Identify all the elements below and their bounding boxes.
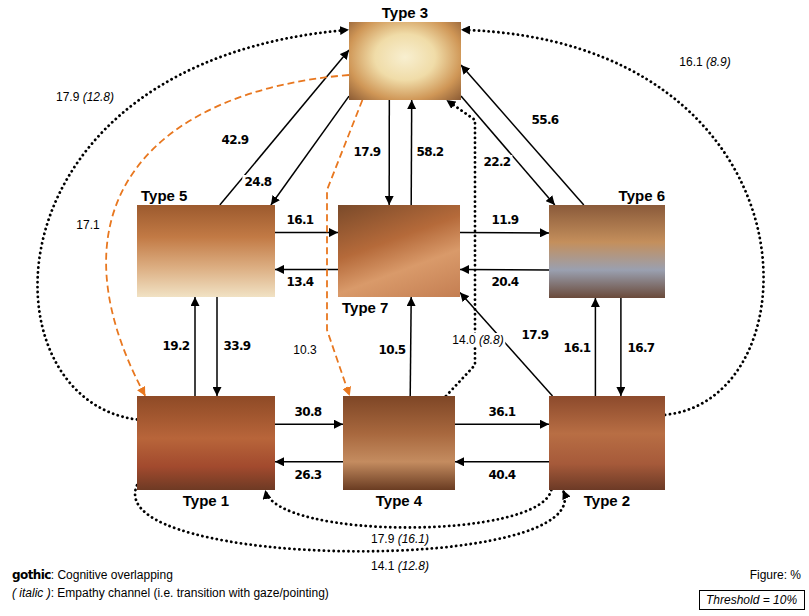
transition-arrow bbox=[620, 298, 622, 396]
edge-label: 14.1 (12.8) bbox=[369, 559, 431, 573]
edge-label: 17.9 (12.8) bbox=[54, 90, 116, 104]
photo-frame: Type 3 bbox=[349, 22, 461, 100]
edge-label: 13.4 bbox=[284, 275, 315, 289]
styled-part: (12.8) bbox=[83, 90, 114, 104]
transition-arrow bbox=[275, 461, 343, 463]
legend-entry: ( italic ): Empathy channel (i.e. transi… bbox=[12, 584, 329, 602]
legend-text: ( italic ): Empathy channel (i.e. transi… bbox=[12, 586, 329, 600]
type-heading: Type 1 bbox=[183, 492, 229, 509]
styled-part: (12.8) bbox=[398, 559, 429, 573]
edge-label: 11.9 bbox=[489, 213, 520, 227]
styled-part: (8.9) bbox=[706, 55, 731, 69]
edge-label: 19.2 bbox=[160, 339, 191, 353]
type-heading: Type 4 bbox=[376, 492, 422, 509]
edge-label: 33.9 bbox=[221, 339, 252, 353]
edge-label: 17.1 bbox=[74, 218, 101, 232]
legend-entry: gothic: Cognitive overlapping bbox=[12, 566, 329, 584]
transition-arrow bbox=[455, 423, 549, 425]
edge-label: 26.3 bbox=[292, 468, 323, 482]
edge-label: 10.3 bbox=[291, 343, 318, 357]
edge-label: 16.7 bbox=[625, 341, 656, 355]
empathy-arrow bbox=[38, 30, 349, 420]
type-heading: Type 6 bbox=[619, 187, 665, 204]
styled-part: (16.1) bbox=[398, 532, 429, 546]
transition-arrow bbox=[194, 297, 196, 396]
transition-arrow bbox=[271, 96, 349, 205]
photo-frame: Type 5 bbox=[137, 205, 275, 297]
edge-label: 22.2 bbox=[481, 155, 512, 169]
edge-label: 17.9 bbox=[351, 145, 382, 159]
photo-frame: Type 1 bbox=[137, 396, 275, 490]
type-heading: Type 7 bbox=[342, 299, 388, 316]
edge-label: 16.1 bbox=[284, 213, 315, 227]
edge-label: 17.9 bbox=[519, 328, 550, 342]
photo-frame: Type 7 bbox=[338, 205, 460, 297]
photo-frame: Type 6 bbox=[549, 205, 665, 298]
empathy-arrow bbox=[265, 490, 551, 528]
transition-arrow bbox=[216, 297, 218, 396]
edge-label: 16.1 bbox=[561, 341, 592, 355]
transition-arrow bbox=[275, 423, 343, 425]
legend: gothic: Cognitive overlapping ( italic ):… bbox=[12, 566, 329, 602]
transition-arrow bbox=[388, 100, 390, 205]
dashed-arrow bbox=[106, 75, 349, 396]
legend-text: gothic: Cognitive overlapping bbox=[12, 568, 173, 582]
styled-part: (8.8) bbox=[479, 333, 504, 347]
empathy-arrow bbox=[461, 30, 764, 415]
transition-arrow bbox=[460, 232, 549, 234]
transition-arrow bbox=[410, 297, 411, 396]
threshold-box: Threshold = 10% bbox=[699, 590, 805, 610]
transition-arrow bbox=[455, 461, 549, 463]
edge-label: 42.9 bbox=[219, 133, 250, 147]
transition-arrow bbox=[275, 269, 338, 271]
edge-label: 24.8 bbox=[242, 175, 273, 189]
transition-arrow bbox=[275, 232, 338, 234]
edge-label: 36.1 bbox=[486, 405, 517, 419]
edge-label: 58.2 bbox=[414, 145, 445, 159]
edge-label: 40.4 bbox=[486, 468, 517, 482]
edge-label: 30.8 bbox=[292, 405, 323, 419]
styled-part: ( italic ) bbox=[12, 586, 51, 600]
edge-label: 14.0 (8.8) bbox=[450, 333, 505, 347]
photo-frame: Type 2 bbox=[549, 396, 665, 490]
type-heading: Type 3 bbox=[382, 4, 428, 21]
empathy-arrow bbox=[135, 485, 565, 551]
type-heading: Type 5 bbox=[141, 187, 187, 204]
transition-arrow bbox=[595, 298, 597, 396]
edge-label: 16.1 (8.9) bbox=[677, 55, 732, 69]
type-heading: Type 2 bbox=[584, 492, 630, 509]
threshold-text: Threshold = 10% bbox=[700, 591, 804, 609]
edge-label: 55.6 bbox=[529, 113, 560, 127]
edge-label: 10.5 bbox=[376, 343, 407, 357]
edge-label: 20.4 bbox=[489, 275, 520, 289]
transition-arrow bbox=[461, 65, 584, 205]
transition-arrow bbox=[410, 100, 412, 205]
unit-note: Figure: % bbox=[750, 568, 801, 582]
edge-label: 17.9 (16.1) bbox=[369, 532, 431, 546]
photo-frame: Type 4 bbox=[343, 396, 455, 490]
transition-arrow bbox=[460, 269, 549, 271]
styled-part: gothic bbox=[12, 568, 51, 582]
